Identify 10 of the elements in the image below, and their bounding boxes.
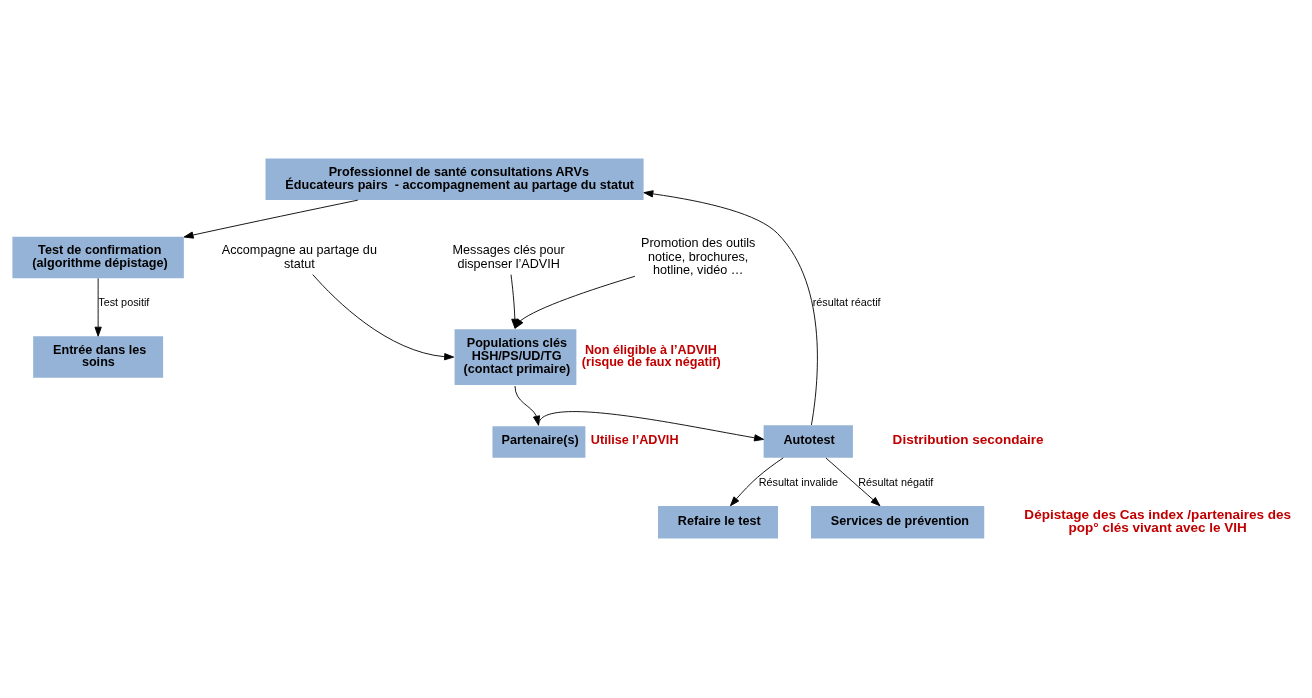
edge-label: Résultat invalide xyxy=(758,475,839,488)
node-text: Messages clés pour dispenser l’ADVIH xyxy=(452,242,565,271)
node-label: Utilise l’ADVIH xyxy=(590,433,679,448)
edge-label: résultat réactif xyxy=(812,296,881,309)
node-text: Promotion des outils notice, brochures, hotline, vidéo … xyxy=(640,236,756,278)
label: Dépistage des Cas index /partenaires des pop° clés vivant avec le VIH xyxy=(1024,506,1292,536)
label: Distribution secondaire xyxy=(892,431,1044,447)
edge-label: Résultat négatif xyxy=(858,475,934,488)
node-label: Non éligible à l’ADVIH (risque de faux négatif) xyxy=(581,342,721,370)
node-text: Accompagne au partage du statut xyxy=(221,242,377,271)
